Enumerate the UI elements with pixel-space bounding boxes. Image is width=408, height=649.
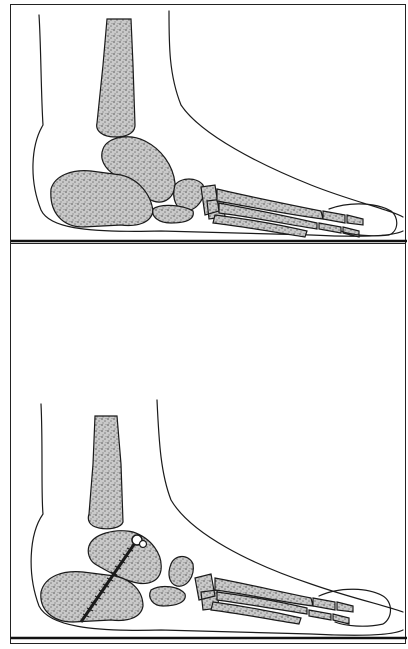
phalanges [319, 211, 363, 237]
panel-foot-before [10, 4, 406, 244]
navicular-bone [169, 557, 193, 587]
panel-foot-after [10, 244, 406, 644]
cuboid-bone [153, 205, 194, 223]
phalanges [309, 598, 353, 624]
foot-diagram-top [11, 5, 407, 245]
tibia-bone [97, 19, 135, 137]
ankle-front-outline [157, 400, 403, 612]
tibia-bone [88, 416, 123, 529]
screw-washer [140, 541, 147, 548]
cuboid-bone [150, 587, 186, 606]
foot-diagram-bottom [11, 244, 407, 644]
